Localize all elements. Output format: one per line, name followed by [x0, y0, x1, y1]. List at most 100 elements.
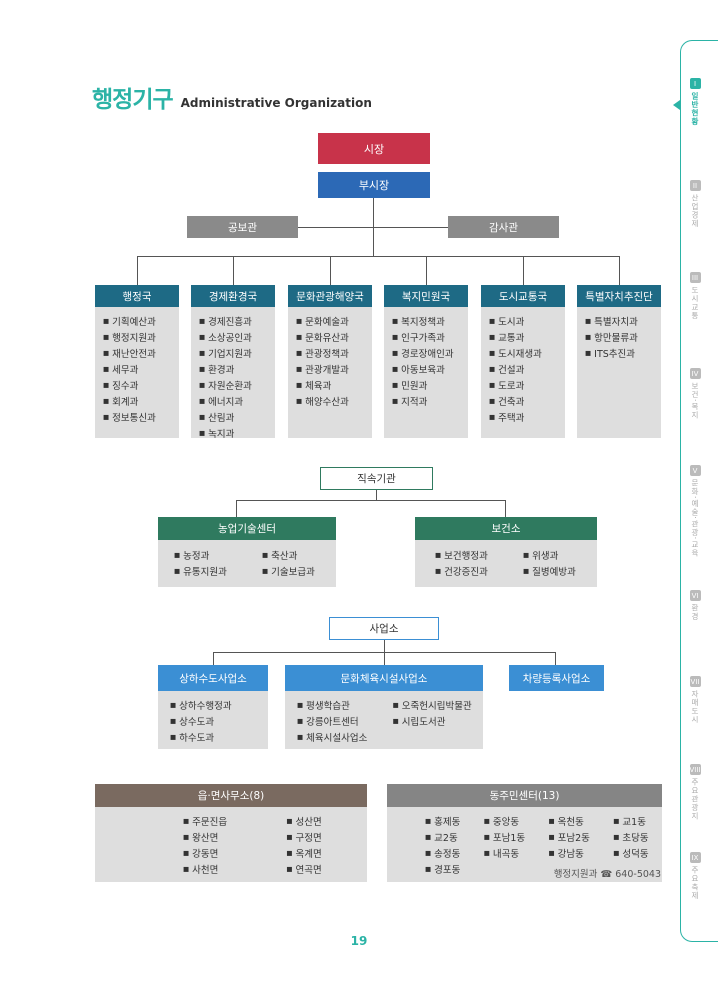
list-item: 옥계면	[286, 846, 367, 862]
side-tab-environment[interactable]: VI 환경	[688, 590, 702, 621]
side-tab-culture[interactable]: V 문화·예술·관광·교육	[688, 465, 702, 557]
side-tab-sister-cities[interactable]: VII 자매도시	[688, 676, 702, 724]
list-item: 문화예술과	[296, 314, 372, 330]
list-item: 상하수행정과	[170, 698, 268, 714]
contact-note: 행정지원과 ☎ 640-5043	[553, 869, 661, 880]
list-item: 에너지과	[199, 394, 275, 410]
bureau-header: 경제환경국	[191, 285, 275, 307]
list-item: 강동면	[183, 846, 272, 862]
bureau-panel: 경제진흥과 소상공인과 기업지원과 환경과 자원순환과 에너지과 산림과 녹지과	[191, 307, 275, 440]
towns-panel: 주문진읍 성산면 왕산면 구정면 강동면 옥계면 사천면 연곡면	[95, 807, 367, 882]
side-tab-welfare[interactable]: IV 보건·복지	[688, 368, 702, 419]
list-item: 성덕동	[613, 846, 662, 862]
list-item: 건강증진과	[435, 564, 509, 580]
health-center-panel: 보건행정과 위생과 건강증진과 질병예방과	[415, 540, 597, 587]
list-item: 기획예산과	[103, 314, 179, 330]
side-tab-general[interactable]: I 일반현황	[688, 78, 702, 126]
connector	[376, 490, 377, 500]
tab-label: 일반현황	[690, 92, 700, 126]
list-item: 연곡면	[286, 862, 367, 878]
list-item: 농정과	[174, 548, 248, 564]
list-item: 왕산면	[183, 830, 272, 846]
tab-label: 주요관광지	[690, 778, 700, 821]
list-item: 포남1동	[484, 830, 539, 846]
offices-label: 사업소	[329, 617, 439, 640]
towns-header: 읍·면사무소(8)	[95, 784, 367, 807]
list-item: 문화유산과	[296, 330, 372, 346]
direct-agencies-label: 직속기관	[320, 467, 433, 490]
list-item: 녹지과	[199, 426, 275, 442]
list-item: 민원과	[392, 378, 468, 394]
title-english: Administrative Organization	[180, 96, 372, 110]
culture-office-header: 문화체육시설사업소	[285, 665, 483, 691]
bureau-header: 문화관광해양국	[288, 285, 372, 307]
list-item: 교2동	[425, 830, 474, 846]
list-item: 질병예방과	[523, 564, 597, 580]
vice-mayor-box: 부시장	[318, 172, 430, 198]
side-tab-urban[interactable]: III 도시교통	[688, 272, 702, 320]
list-item: 상수도과	[170, 714, 268, 730]
list-item: 구정면	[286, 830, 367, 846]
tab-label: 도시교통	[690, 286, 700, 320]
connector	[137, 256, 138, 285]
side-tab-industry[interactable]: II 산업경제	[688, 180, 702, 228]
dongs-header: 동주민센터(13)	[387, 784, 662, 807]
list-item: 도시재생과	[489, 346, 565, 362]
list-item: 도로과	[489, 378, 565, 394]
list-item: 송정동	[425, 846, 474, 862]
tab-label: 주요축제	[690, 866, 700, 900]
title-korean: 행정기구	[92, 87, 174, 113]
connector	[298, 227, 448, 228]
culture-office-panel: 평생학습관 오죽헌시립박물관 강릉아트센터 시립도서관 체육시설사업소	[285, 691, 483, 749]
bureau-header: 특별자치추진단	[577, 285, 661, 307]
list-item: 기술보급과	[262, 564, 336, 580]
list-item: 옥천동	[549, 814, 604, 830]
list-item: 재난안전과	[103, 346, 179, 362]
bureau-panel: 복지정책과 인구가족과 경로장애인과 아동보육과 민원과 지적과	[384, 307, 468, 438]
list-item: 내곡동	[484, 846, 539, 862]
list-item: 하수도과	[170, 730, 268, 746]
bureau-header: 도시교통국	[481, 285, 565, 307]
connector	[426, 256, 427, 285]
vehicle-office-header: 차량등록사업소	[509, 665, 604, 691]
tab-number: VII	[689, 676, 701, 687]
connector	[236, 500, 506, 501]
side-tab-tourism[interactable]: VIII 주요관광지	[688, 764, 702, 821]
list-item: 세무과	[103, 362, 179, 378]
list-item: 항만물류과	[585, 330, 661, 346]
tab-label: 문화·예술·관광·교육	[690, 479, 700, 558]
mayor-box: 시장	[318, 133, 430, 164]
connector	[236, 500, 237, 517]
list-item: 강남동	[549, 846, 604, 862]
list-item: 주문진읍	[183, 814, 272, 830]
list-item: 유통지원과	[174, 564, 248, 580]
connector	[233, 256, 234, 285]
connector	[555, 652, 556, 665]
list-item: 초당동	[613, 830, 662, 846]
connector	[619, 256, 620, 285]
tab-number: V	[689, 465, 701, 476]
list-item: 도시과	[489, 314, 565, 330]
list-item: 복지정책과	[392, 314, 468, 330]
bureau-header: 복지민원국	[384, 285, 468, 307]
list-item: 지적과	[392, 394, 468, 410]
side-tab-festivals[interactable]: IX 주요축제	[688, 852, 702, 900]
list-item: 환경과	[199, 362, 275, 378]
list-item: 경로장애인과	[392, 346, 468, 362]
list-item: 건설과	[489, 362, 565, 378]
list-item: 정보통신과	[103, 410, 179, 426]
list-item: 행정지원과	[103, 330, 179, 346]
tab-number: IV	[689, 368, 701, 379]
list-item: 체육과	[296, 378, 372, 394]
aide-box-left: 공보관	[187, 216, 298, 238]
list-item: 인구가족과	[392, 330, 468, 346]
list-item: 교통과	[489, 330, 565, 346]
list-item: 교1동	[613, 814, 662, 830]
bureau-header: 행정국	[95, 285, 179, 307]
tab-label: 보건·복지	[690, 382, 700, 420]
connector	[213, 652, 556, 653]
tab-number: IX	[689, 852, 701, 863]
list-item: 축산과	[262, 548, 336, 564]
list-item: 중앙동	[484, 814, 539, 830]
tab-number: I	[689, 78, 701, 89]
